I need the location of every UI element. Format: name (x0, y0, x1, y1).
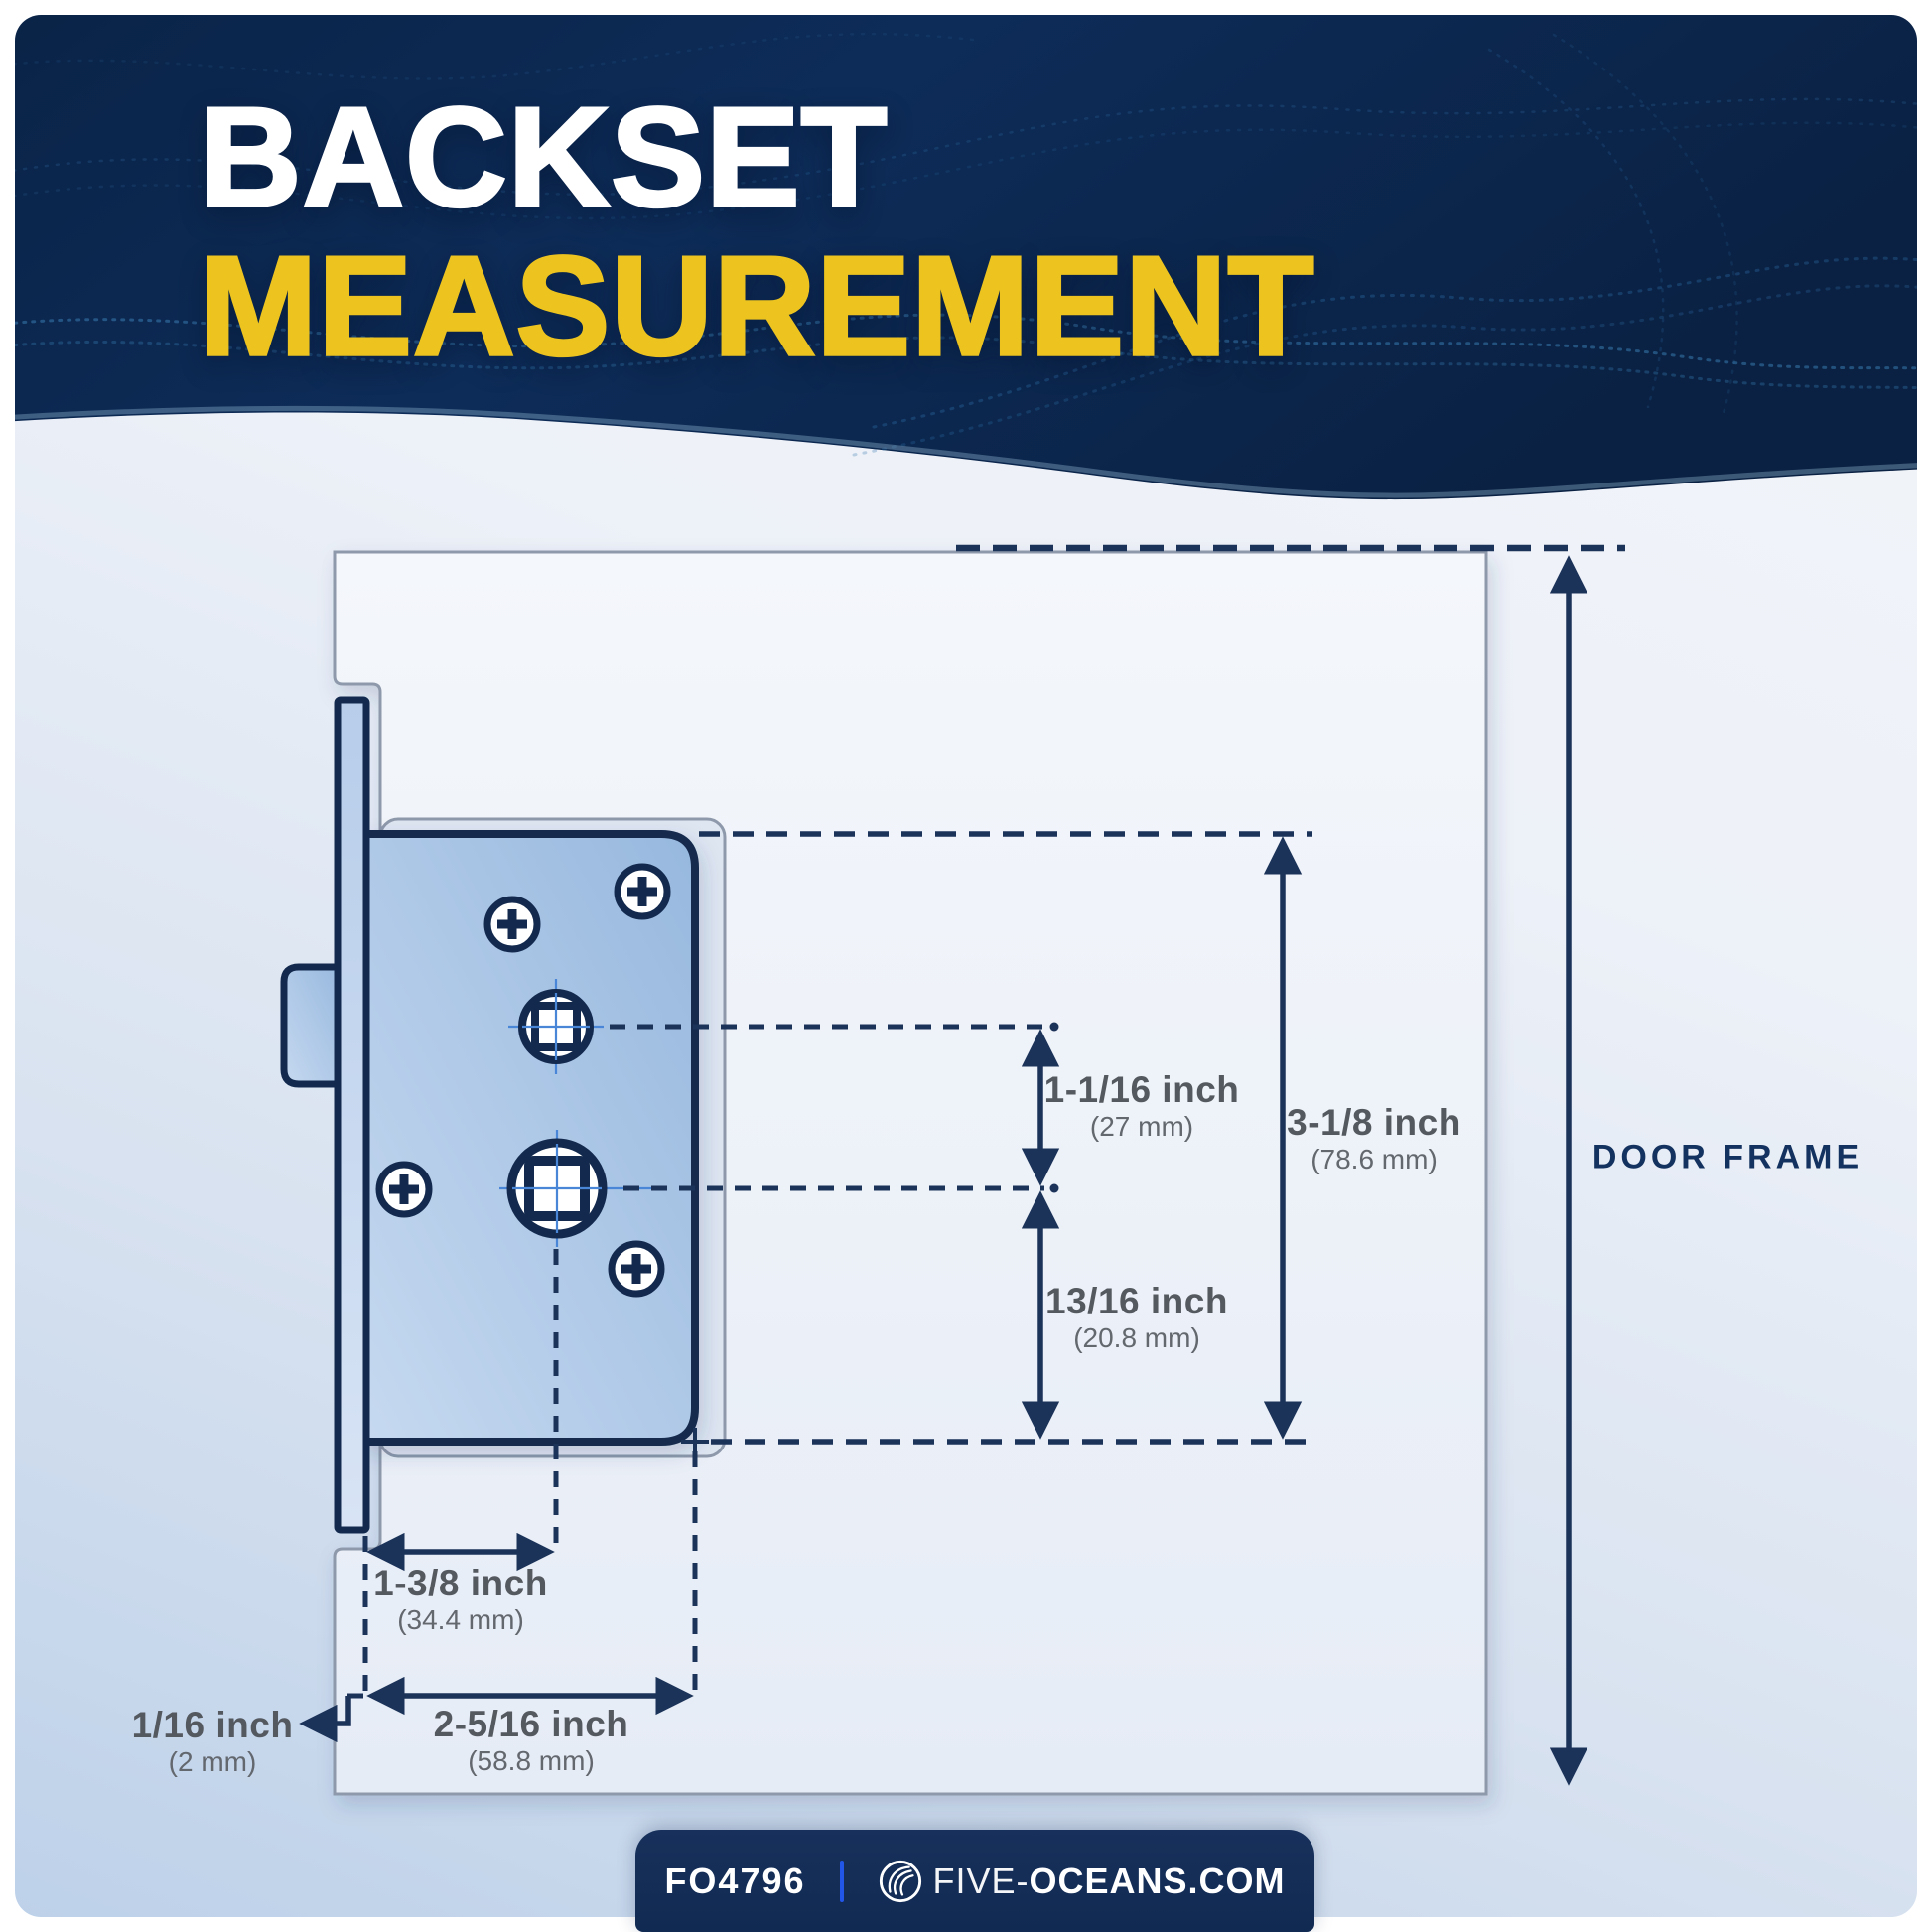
label-backset: 1-3/8 inch (34.4 mm) (373, 1563, 548, 1635)
content-canvas: BACKSET MEASUREMENT 1-1/16 inch (27 mm) … (15, 15, 1917, 1917)
product-code: FO4796 (664, 1860, 806, 1901)
text-layer: BACKSET MEASUREMENT 1-1/16 inch (27 mm) … (15, 15, 1917, 1917)
faceplate (334, 696, 370, 1534)
screw-icon (614, 863, 671, 920)
lock-body (358, 830, 699, 1446)
screw-icons (375, 863, 671, 1298)
door-frame-label: DOOR FRAME (1591, 1138, 1863, 1176)
spindle-hole-lower (499, 1130, 655, 1247)
header-wave (15, 15, 1917, 500)
label-body-height: 3-1/8 inch (78.6 mm) (1287, 1102, 1461, 1174)
screw-icon (608, 1240, 665, 1298)
reference-lines (362, 544, 1625, 1700)
corner-tick (681, 1428, 709, 1455)
latch-bolt-icon (280, 963, 345, 1088)
footer-divider (839, 1860, 844, 1902)
page-title: BACKSET MEASUREMENT (198, 78, 1315, 385)
header-texture (15, 32, 1917, 457)
title-line1: BACKSET (198, 78, 889, 236)
diagram-artwork (15, 15, 1917, 1796)
screw-icon (375, 1161, 433, 1218)
label-body-depth: 2-5/16 inch (58.8 mm) (433, 1704, 629, 1776)
five-oceans-logo-icon (879, 1860, 921, 1902)
brand-prefix: FIVE- (932, 1860, 1030, 1901)
footer-bar: FO4796 FIVE-OCEANS.COM (635, 1830, 1314, 1932)
dimension-arrows (299, 555, 1588, 1786)
label-lower-spacing: 13/16 inch (20.8 mm) (1045, 1281, 1228, 1353)
brand-suffix: OCEANS.COM (1029, 1860, 1286, 1901)
brand-link[interactable]: FIVE-OCEANS.COM (878, 1859, 1286, 1904)
label-spindle-spacing: 1-1/16 inch (27 mm) (1043, 1069, 1240, 1142)
wave-highlight (15, 406, 1917, 498)
label-faceplate-offset: 1/16 inch (2 mm) (131, 1705, 294, 1777)
title-line2: MEASUREMENT (198, 227, 1315, 385)
spindle-hole-upper (508, 979, 604, 1074)
screw-icon (483, 896, 541, 953)
